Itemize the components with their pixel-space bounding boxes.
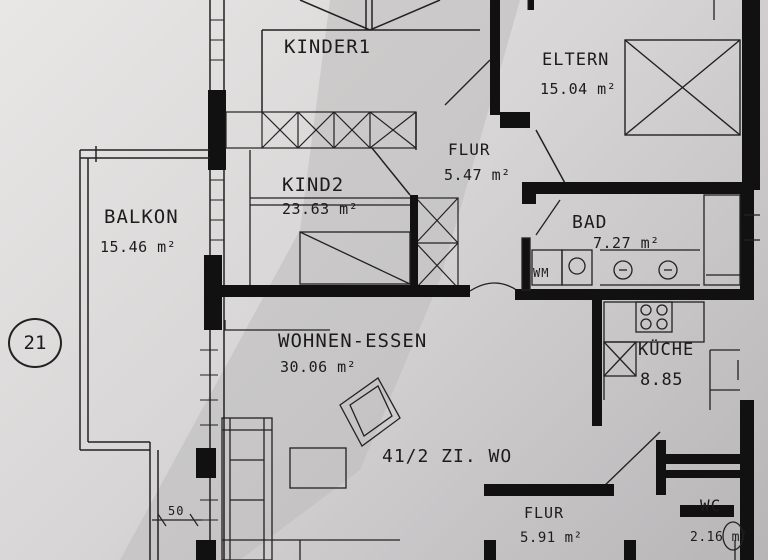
room-area-kuche: 8.85 xyxy=(640,370,683,390)
wohnen-furniture xyxy=(221,320,401,560)
room-label-balkon: BALKON xyxy=(104,206,179,228)
wall-segment xyxy=(666,470,746,478)
room-label-wohnen-essen: WOHNEN-ESSEN xyxy=(278,330,428,352)
room-area-flur-lower: 5.91 m² xyxy=(520,530,583,546)
room-label-wm: WM xyxy=(533,266,550,280)
room-label-eltern: ELTERN xyxy=(542,50,610,70)
wall-segment xyxy=(490,0,500,115)
wall-segment xyxy=(624,540,636,560)
room-label-flur-lower: FLUR xyxy=(524,504,565,522)
room-area-wc: 2.16 m² xyxy=(690,530,749,545)
door-arc xyxy=(469,282,519,292)
wall-segment xyxy=(515,289,743,300)
dimension-line xyxy=(152,513,202,527)
room-area-balkon: 15.46 m² xyxy=(100,238,177,256)
kuche-fixtures xyxy=(603,301,740,410)
eltern-bed xyxy=(624,39,741,136)
wall-segment xyxy=(208,90,226,170)
wall-segment xyxy=(666,454,746,464)
wall-hatch xyxy=(200,19,224,521)
wall-segment xyxy=(522,182,536,204)
unit-number: 21 xyxy=(23,332,47,354)
kind2-bed xyxy=(250,197,411,285)
kinder1-window xyxy=(262,0,480,31)
wall-segment xyxy=(484,484,614,496)
wall-segment xyxy=(680,505,734,517)
wall-segment xyxy=(592,298,602,426)
wall-segment xyxy=(196,448,216,478)
room-area-flur-upper: 5.47 m² xyxy=(444,166,511,184)
room-area-bad: 7.27 m² xyxy=(593,234,660,252)
paper-shadow xyxy=(120,0,520,560)
room-label-flur-upper: FLUR xyxy=(448,140,491,159)
wall-segment xyxy=(740,190,754,300)
wall-segment xyxy=(484,540,496,560)
room-label-wc: WC xyxy=(700,496,722,515)
room-area-wohnen-essen: 30.06 m² xyxy=(280,358,357,376)
flur-walls xyxy=(371,112,567,196)
eltern-door-swing xyxy=(444,59,491,106)
room-label-kind2: KIND2 xyxy=(282,174,345,196)
wall-segment xyxy=(204,255,222,330)
wall-segment xyxy=(196,540,216,560)
unit-number-badge: 21 xyxy=(8,318,62,368)
wall-segment xyxy=(656,440,666,495)
wall-segment xyxy=(522,182,744,194)
room-label-kinder1: KINDER1 xyxy=(284,36,372,58)
bad-fixtures xyxy=(521,194,760,291)
wall-segment xyxy=(528,0,534,10)
wall-segment xyxy=(740,400,754,560)
wall-segment xyxy=(220,285,470,297)
wall-segment xyxy=(742,0,760,190)
wall-segment xyxy=(410,195,418,290)
balcony-outline xyxy=(79,146,210,560)
room-area-kind2: 23.63 m² xyxy=(282,200,359,218)
room-label-kuche: KÜCHE xyxy=(638,340,695,360)
room-area-eltern: 15.04 m² xyxy=(540,80,617,98)
wc-fixture xyxy=(722,521,744,560)
bad-door-swing xyxy=(535,199,561,236)
apartment-type-label: 41/2 ZI. WO xyxy=(382,446,513,467)
dimension-value: 50 xyxy=(168,504,185,518)
wall-segment xyxy=(500,112,530,128)
room-label-bad: BAD xyxy=(572,212,608,233)
flur-lower-diagonal xyxy=(599,431,661,491)
